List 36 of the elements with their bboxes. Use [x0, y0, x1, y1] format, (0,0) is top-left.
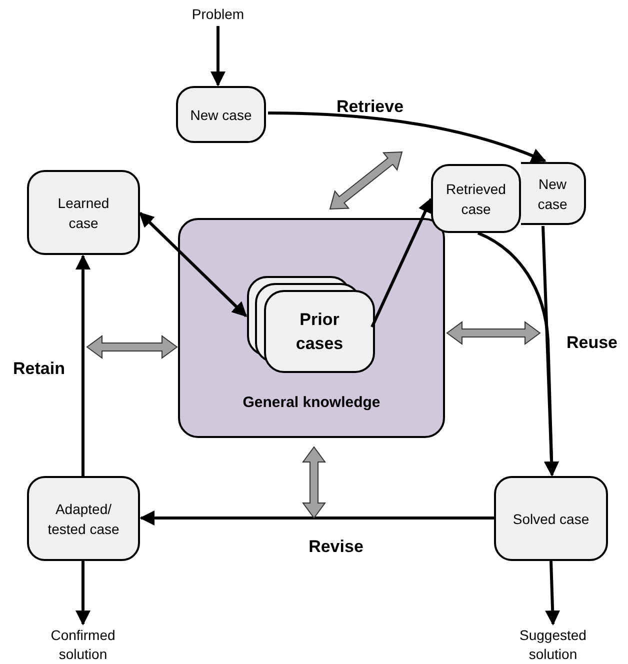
node-label: Confirmed solution — [50, 626, 116, 664]
arrow — [268, 112, 546, 163]
case-box — [521, 162, 586, 225]
arrow — [76, 254, 90, 476]
edge-label: Revise — [308, 536, 364, 558]
node-label: Adapted/ tested case — [46, 500, 120, 538]
node-label: Prior cases — [294, 308, 344, 354]
node-label: Problem — [192, 5, 244, 24]
box-title: General knowledge — [242, 392, 380, 412]
arrow — [545, 560, 560, 626]
node-label: Solved case — [512, 510, 590, 528]
node-label: Learned case — [56, 194, 110, 232]
edge-label: Reuse — [566, 332, 618, 354]
arrow — [76, 561, 90, 626]
double-arrow — [86, 335, 178, 359]
case-box — [27, 476, 140, 561]
arrow — [370, 198, 432, 328]
arrow — [542, 226, 559, 476]
knowledge-box — [178, 218, 445, 438]
case-box — [494, 476, 608, 561]
arrow — [140, 510, 494, 526]
double-arrow — [302, 446, 326, 519]
case-box — [431, 164, 521, 233]
double-arrow — [446, 321, 541, 345]
case-box — [27, 170, 140, 255]
case-box — [176, 86, 266, 143]
node-label: Suggested solution — [518, 626, 588, 664]
node-label: Retrieved case — [445, 180, 507, 218]
edge-label: Retrieve — [336, 96, 404, 118]
arrow — [210, 26, 226, 86]
double-arrow — [329, 151, 403, 210]
arrow — [138, 212, 248, 318]
node-label: New case — [536, 174, 568, 214]
node-label: New case — [190, 106, 252, 124]
case-stack — [247, 276, 375, 373]
edge-label: Retain — [13, 358, 65, 380]
